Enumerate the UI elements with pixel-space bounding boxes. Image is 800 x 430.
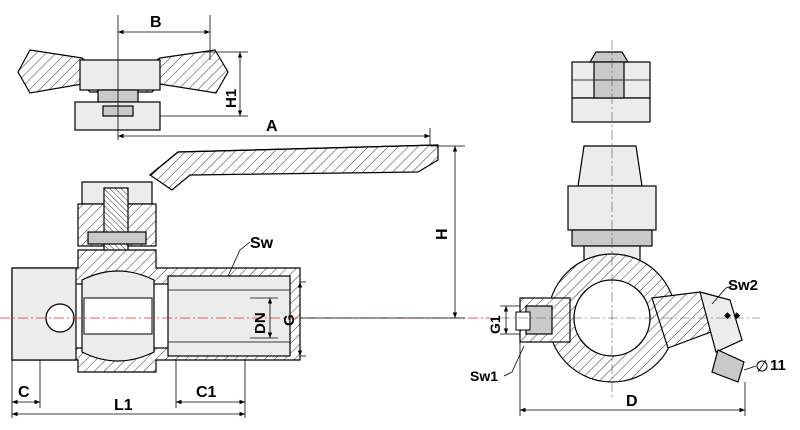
label-g: G (281, 314, 298, 326)
label-h1: H1 (223, 89, 240, 108)
valve-body (11, 249, 301, 373)
label-sw1: Sw1 (470, 368, 498, 384)
leader-sw (227, 241, 251, 277)
label-b: B (150, 14, 162, 31)
label-c: C (18, 384, 30, 401)
leader-11 (743, 365, 757, 371)
valve-body-side: ◆ ◆ (515, 253, 745, 383)
front-view: B H1 A H Sw DN G C C1 (0, 14, 490, 418)
label-l1: L1 (114, 397, 133, 414)
stem-assembly (77, 181, 157, 277)
label-sw2: Sw2 (728, 277, 758, 294)
leader-sw1 (503, 345, 525, 377)
butterfly-handle (17, 49, 229, 131)
label-c1: C1 (196, 384, 217, 401)
label-a: A (266, 118, 278, 135)
label-sw: Sw (250, 235, 274, 252)
label-h: H (434, 228, 451, 240)
leader-sw2 (711, 285, 733, 305)
side-view: ◆ ◆ Sw2 G1 Sw1 11 D (470, 40, 786, 416)
lever-handle (149, 144, 439, 191)
butterfly-handle-side (571, 51, 651, 123)
drain-mark: ◆ ◆ (724, 310, 740, 320)
label-g1: G1 (487, 315, 503, 334)
diameter-slash (757, 359, 767, 373)
label-dn: DN (252, 312, 269, 334)
label-d: D (626, 393, 638, 410)
label-11: 11 (770, 357, 786, 374)
